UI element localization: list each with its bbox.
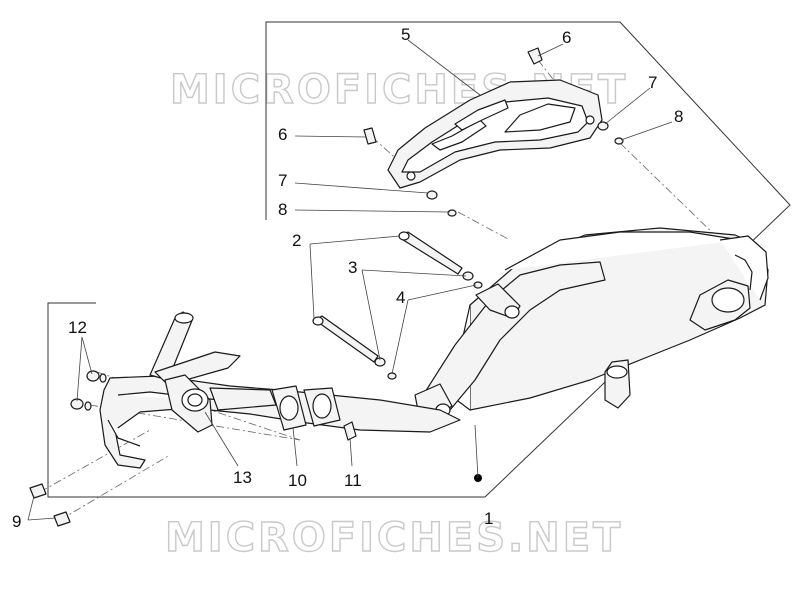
callout-10: 10 (288, 471, 307, 490)
callout-7-left: 7 (278, 171, 287, 190)
leader-lines (27, 39, 673, 521)
callout-6-left: 6 (278, 125, 287, 144)
fasteners (29, 47, 624, 527)
exhaust-flange (164, 374, 277, 433)
callout-7-right: 7 (648, 73, 657, 92)
callout-2: 2 (292, 231, 301, 250)
callout-5: 5 (401, 25, 410, 44)
callout-13: 13 (233, 468, 252, 487)
long-bolts (312, 231, 463, 363)
callout-9: 9 (12, 512, 21, 531)
callout-4: 4 (396, 288, 405, 307)
watermark-bottom: MICROFICHES.NET (165, 515, 623, 561)
callout-12: 12 (68, 318, 87, 337)
callout-6-top: 6 (562, 28, 571, 47)
callout-3: 3 (348, 258, 357, 277)
callout-8-left: 8 (278, 200, 287, 219)
callout-1: 1 (484, 509, 493, 528)
heat-shield (387, 79, 603, 189)
callout-labels: 5 6 7 8 6 7 8 2 3 4 12 13 10 11 9 1 (12, 25, 683, 531)
callout-8-right: 8 (674, 107, 683, 126)
gaskets (271, 385, 341, 431)
callout-11: 11 (344, 471, 362, 490)
